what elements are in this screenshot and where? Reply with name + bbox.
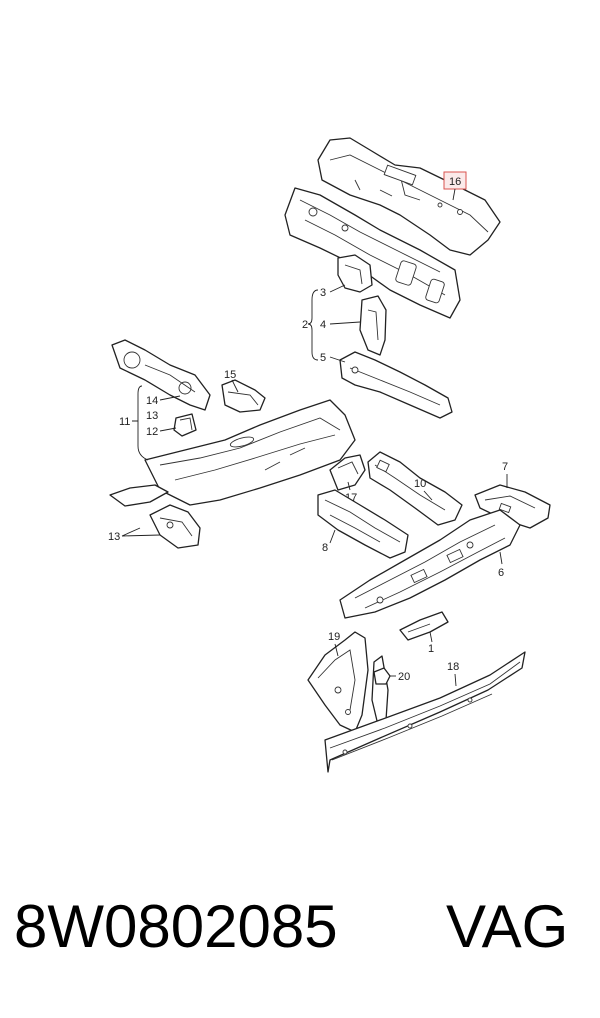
callout-7: 7	[502, 461, 508, 473]
part-4-bracket	[359, 295, 387, 356]
callout-13b: 13	[108, 531, 120, 543]
exploded-parts-diagram: 16 3 2 4 5 15	[108, 137, 551, 773]
part-15-bracket	[221, 379, 266, 413]
part-5-crossmember	[339, 351, 453, 419]
lower-bulkhead-panel	[284, 187, 461, 319]
part-8-rail	[317, 489, 409, 559]
callout-20: 20	[398, 671, 410, 683]
callout-6: 6	[498, 567, 504, 579]
part-12-bracket	[173, 413, 197, 437]
callout-4: 4	[320, 319, 326, 331]
callout-11: 11	[119, 416, 130, 428]
callout-1: 1	[428, 643, 434, 655]
part-17-bracket	[329, 454, 366, 491]
brand-label: VAG	[446, 893, 569, 960]
footer: 8W0802085 VAG	[14, 892, 594, 982]
callout-16: 16	[449, 176, 461, 188]
part-20-clip	[373, 667, 391, 685]
part-10-rail	[367, 451, 463, 526]
part-7-panel	[474, 484, 551, 529]
part-number: 8W0802085	[14, 893, 338, 960]
callout-14: 14	[146, 395, 158, 407]
callout-2: 2	[302, 319, 308, 331]
part-11-floor-panel	[144, 399, 356, 506]
part-16-bulkhead	[317, 137, 501, 256]
part-14-wheelhouse-panel	[111, 339, 211, 411]
part-1-bracket	[399, 611, 449, 641]
callout-19: 19	[328, 631, 340, 643]
callout-3: 3	[320, 287, 326, 299]
callout-8: 8	[322, 542, 328, 554]
part-13-brackets	[109, 484, 201, 549]
part-18-side-sill	[324, 651, 526, 773]
callout-15: 15	[224, 369, 236, 381]
callout-12: 12	[146, 426, 158, 438]
part-6-floor-pan	[339, 509, 521, 619]
callout-18: 18	[447, 661, 459, 673]
part-3-bracket	[337, 254, 373, 293]
callout-13a: 13	[146, 410, 158, 422]
callout-5: 5	[320, 352, 326, 364]
callout-10: 10	[414, 478, 426, 490]
